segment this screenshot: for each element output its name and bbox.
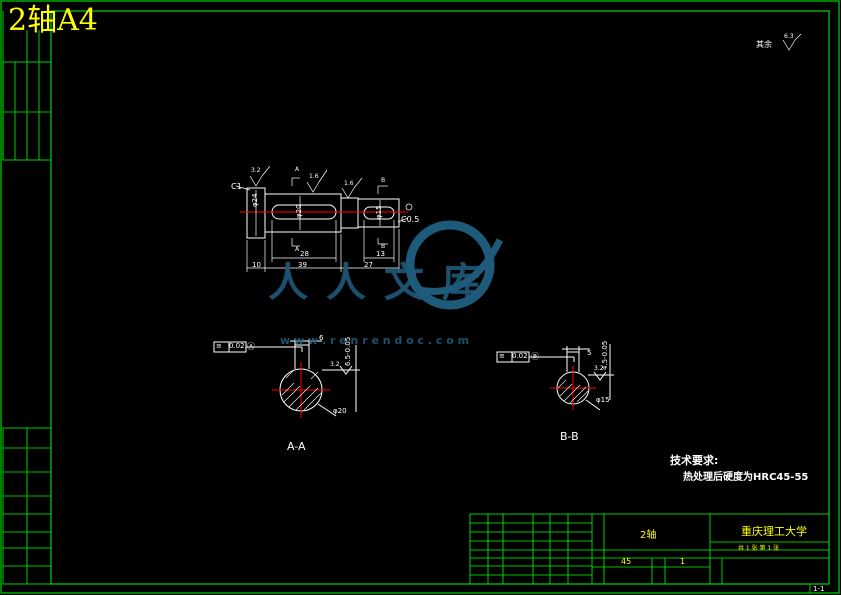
dim-len-27: 27 [364,261,373,269]
chamfer-left: C1 [231,182,242,191]
section-bb-hatch [557,379,589,404]
roughness-label-1: 3.2 [251,167,261,174]
dim-len-10: 10 [252,261,261,269]
section-mark-a-bottom: A [295,246,300,253]
section-aa-hatch [281,370,322,411]
aa-dim-depth: 6.5-0.05 [344,336,352,366]
title-block-sheet-info: 共 1 张 第 1 张 [738,545,780,552]
roughness-label-2: 1.6 [309,173,319,180]
main-dimensions [235,33,802,272]
title-block-quantity: 1 [680,557,686,566]
aa-datum: Ⓐ [247,342,255,351]
section-aa-label: A-A [287,440,306,453]
section-mark-a-top: A [295,166,300,173]
aa-tolerance-value: 0.02 [229,342,245,350]
section-bb-label: B-B [560,430,579,443]
dim-len-28: 28 [300,250,309,258]
roughness-value: 6.3 [784,33,794,40]
title-block-part-name: 2轴 [640,530,657,541]
watermark-text: 人人文库 [268,260,500,306]
bb-dim-width: 5 [587,349,592,357]
bb-tolerance-symbol: ≡ [499,352,505,360]
inner-border [50,10,830,585]
section-bb-centerlines [550,366,596,410]
section-mark-b-top: B [381,177,386,184]
title-block-school: 重庆理工大学 [741,525,807,538]
left-margin-table [2,11,52,585]
dim-dia-15: φ15 [375,205,383,219]
aa-dia: φ20 [333,407,347,415]
roughness-note: 其余 [756,40,772,49]
bb-roughness: 3.2 [594,365,604,372]
watermark-logo [405,220,504,310]
section-aa-centerlines [272,362,330,418]
aa-tolerance-symbol: ≡ [216,342,222,350]
watermark-url: w w w . r e n r e n d o c . c o m [280,334,470,347]
bb-tolerance-value: 0.02 [512,352,528,360]
drawing-title: 2轴A4 [8,3,98,38]
dim-len-39: 39 [298,261,307,269]
dim-len-13: 13 [376,250,385,258]
tech-req-heading: 技术要求: [670,454,719,467]
chamfer-right: C0.5 [401,215,420,224]
aa-roughness: 3.2 [330,361,340,368]
dim-dia-20: φ20 [295,204,303,218]
tech-req-line1: 热处理后硬度为HRC45-55 [683,472,809,483]
title-block-sheet-no: 1-1 [813,585,825,593]
bb-datum: Ⓑ [531,352,539,361]
dim-dia-24: φ24 [251,193,259,207]
title-block-grid [469,513,830,593]
aa-dim-width: 6 [319,334,324,342]
roughness-label-3: 1.6 [344,180,354,187]
bb-dia: φ15 [596,396,610,404]
title-block-material: 45 [621,557,632,566]
section-mark-b-bottom: B [381,243,386,250]
